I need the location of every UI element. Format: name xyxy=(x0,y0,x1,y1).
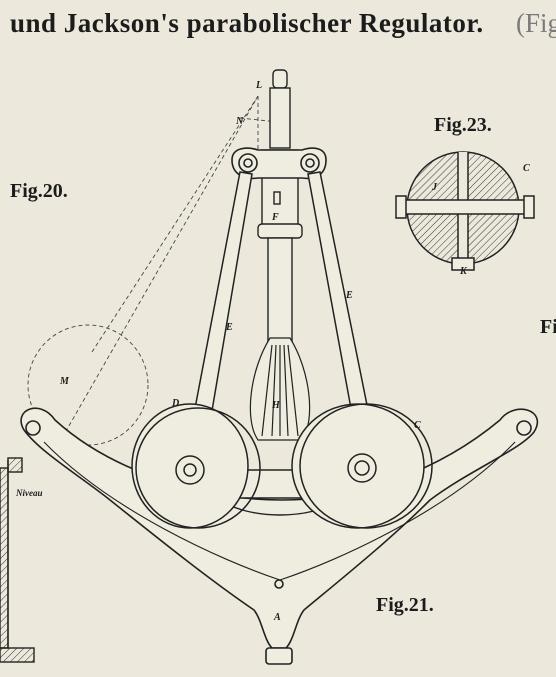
figure-label-23: Fig.23. xyxy=(434,114,492,136)
plate-title-continuation: (Fig xyxy=(516,8,556,38)
label-d: D xyxy=(172,398,180,409)
figure-label-20: Fig.20. xyxy=(10,180,68,202)
label-e-right: E xyxy=(346,290,353,301)
fig23-section xyxy=(395,151,535,271)
label-a: A xyxy=(274,612,281,623)
label-c-fig23: C xyxy=(523,163,530,174)
label-k: K xyxy=(460,266,467,277)
label-h: H xyxy=(272,400,280,411)
central-spindle xyxy=(257,69,303,349)
wall-bracket xyxy=(0,457,35,663)
label-n: N xyxy=(236,116,244,127)
plate-title: und Jackson's parabolischer Regulator. xyxy=(10,8,484,38)
figure-label-cut: Fi xyxy=(540,316,556,338)
label-f: F xyxy=(272,212,279,223)
label-m: M xyxy=(60,376,69,387)
weight-c xyxy=(291,403,433,529)
label-c-left: C xyxy=(414,420,421,431)
spring-bulb xyxy=(249,337,311,441)
label-niveau: Niveau xyxy=(16,488,43,498)
regulator-base xyxy=(20,407,539,665)
crosshead xyxy=(231,147,327,180)
label-l: L xyxy=(256,80,263,91)
label-j: J xyxy=(432,182,437,193)
figure-label-21: Fig.21. xyxy=(376,594,434,616)
weight-d xyxy=(131,403,261,529)
label-e-left: E xyxy=(226,322,233,333)
